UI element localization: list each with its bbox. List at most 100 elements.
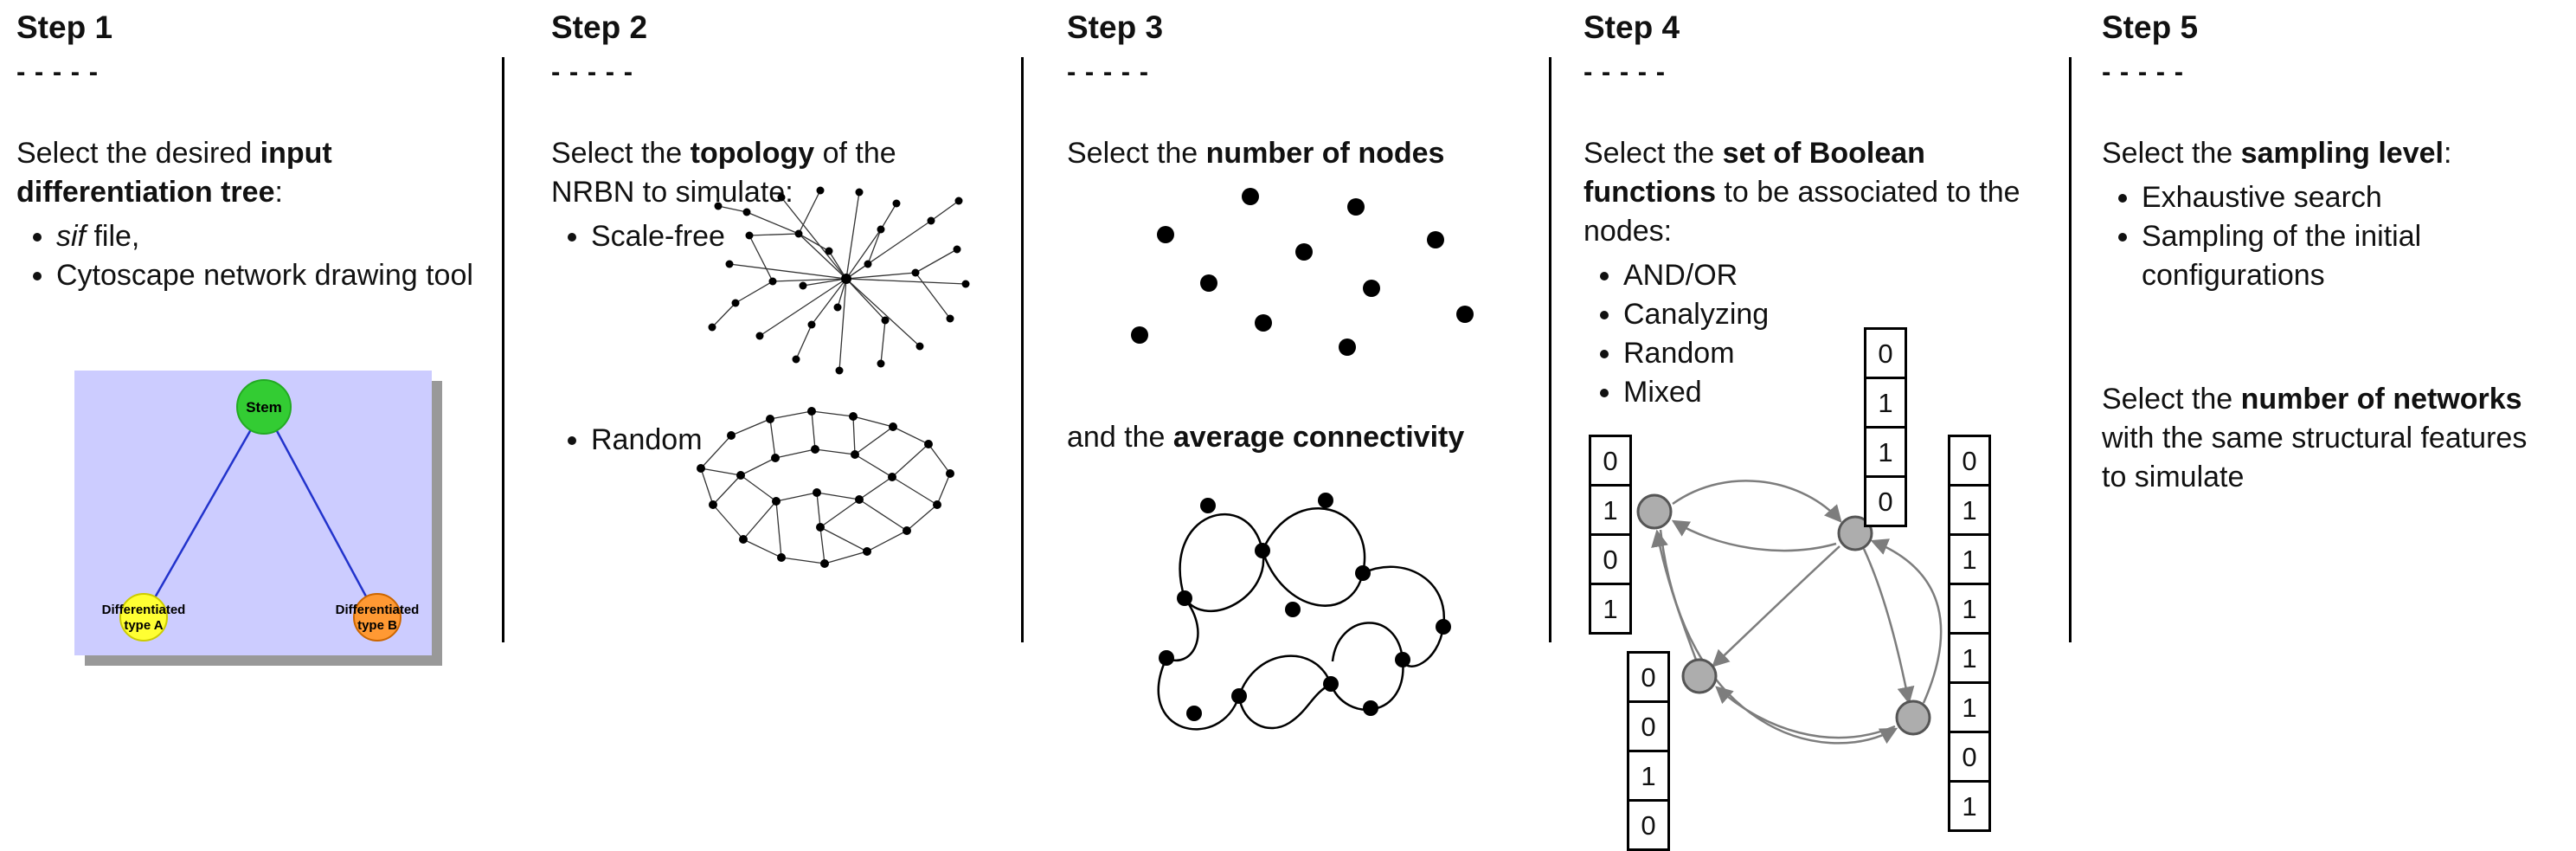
- scale-free-nodes: [708, 186, 970, 375]
- step-5-column: Step 5 - - - - - Select the sampling lev…: [2072, 0, 2576, 851]
- intro-pre: Select the: [1067, 137, 1206, 171]
- truth-table-cell: 0: [1589, 533, 1632, 585]
- intro-bold: set of Boolean functions: [1584, 137, 1925, 210]
- bullet-item-canalyzing: Canalyzing: [1623, 295, 2046, 334]
- truth-table-cell: 0: [1627, 799, 1670, 851]
- intro-pre: Select the: [551, 137, 691, 171]
- truth-table-cell: 1: [1589, 583, 1632, 635]
- truth-table-cell: 1: [1948, 583, 1991, 635]
- tree-edges: [142, 406, 379, 618]
- bullet-item-exhaustive: Exhaustive search: [2142, 178, 2552, 217]
- stem-node: [236, 379, 292, 435]
- bullet-item-mixed: Mixed: [1623, 373, 2046, 412]
- truth-table-cell: 1: [1948, 484, 1991, 536]
- truth-table-cell: 0: [1948, 435, 1991, 487]
- truth-table-top: 0 1 1 0: [1864, 327, 1907, 527]
- step-3-connectivity-text: and the average connectivity: [1067, 418, 1526, 457]
- bullet-item-scale-free: Scale-free: [591, 217, 997, 256]
- bullet-item-cytoscape: Cytoscape network drawing tool: [56, 256, 478, 295]
- column-divider: [1549, 57, 1551, 642]
- intro-post: to be associated to the nodes:: [1584, 176, 2020, 248]
- truth-table-left: 0 1 0 1: [1589, 435, 1632, 635]
- random-edges: [700, 410, 951, 564]
- sif-italic: sif: [56, 220, 86, 254]
- bullet-item-and-or: AND/OR: [1623, 256, 2046, 295]
- truth-table-bottom: 0 0 1 0: [1627, 651, 1670, 851]
- step-3-column: Step 3 - - - - - Select the number of no…: [1024, 0, 1549, 851]
- boolean-network-graphic: 0 1 0 1 0 1 1 0 0 1 1 1 1 1 0 1: [1577, 327, 1991, 851]
- step-5-bullet-list: Exhaustive search Sampling of the initia…: [2102, 178, 2552, 295]
- scatter-dots: [1131, 188, 1474, 356]
- dash-separator: - - - - -: [1584, 55, 1667, 87]
- bullet-item-sampling: Sampling of the initial configurations: [2142, 217, 2552, 295]
- boolean-network-edges: [1651, 480, 1943, 745]
- boolean-network-nodes: [1636, 493, 1931, 736]
- bullet-item-random: Random: [591, 421, 997, 460]
- truth-table-cell: 0: [1627, 651, 1670, 703]
- intro-pre: Select the: [2102, 137, 2241, 171]
- gene-node-b: [1837, 515, 1873, 551]
- truth-table-cell: 1: [1864, 377, 1907, 429]
- networks-pre: Select the: [2102, 383, 2241, 416]
- step-5-title: Step 5: [2102, 10, 2199, 45]
- truth-table-right: 0 1 1 1 1 1 0 1: [1948, 435, 1991, 832]
- gene-node-d: [1895, 699, 1931, 736]
- intro-pre: Select the: [1584, 137, 1723, 171]
- bullet-item-random-fn: Random: [1623, 334, 2046, 373]
- step-2-bullet-list: Scale-free Random: [551, 217, 997, 460]
- step-4-intro-text: Select the set of Boolean functions to b…: [1584, 134, 2046, 251]
- random-nodes: [697, 407, 954, 568]
- step-4-bullet-list: AND/OR Canalyzing Random Mixed: [1584, 256, 2046, 412]
- differentiation-tree-graphic: Stem Differentiated type A Differentiate…: [74, 371, 432, 655]
- connectivity-network-graphic: [1157, 493, 1451, 731]
- networks-post: with the same structural features to sim…: [2102, 422, 2528, 494]
- connectivity-bold: average connectivity: [1172, 421, 1465, 455]
- bullet-item-sif-file: sif file,: [56, 217, 478, 256]
- truth-table-cell: 0: [1589, 435, 1632, 487]
- intro-bold: topology: [690, 137, 815, 171]
- intro-bold: number of nodes: [1205, 137, 1445, 171]
- scale-free-edges: [711, 190, 967, 371]
- truth-table-cell: 1: [1948, 681, 1991, 733]
- step-3-intro-text: Select the number of nodes: [1067, 134, 1526, 173]
- truth-table-cell: 1: [1589, 484, 1632, 536]
- step-3-title: Step 3: [1067, 10, 1164, 45]
- step-5-networks-text: Select the number of networks with the s…: [2102, 380, 2539, 497]
- step-1-column: Step 1 - - - - - Select the desired inpu…: [0, 0, 502, 851]
- column-divider: [502, 57, 504, 642]
- intro-post: :: [274, 176, 283, 210]
- random-network-graphic: [697, 407, 954, 568]
- gene-node-c: [1681, 658, 1718, 694]
- step-5-intro-text: Select the sampling level:: [2102, 134, 2552, 173]
- truth-table-cell: 0: [1627, 700, 1670, 752]
- truth-table-cell: 1: [1948, 533, 1991, 585]
- differentiation-tree-svg: Stem Differentiated type A Differentiate…: [74, 371, 432, 655]
- step-2-column: Step 2 - - - - - Select the topology of …: [504, 0, 1021, 851]
- step-1-intro-text: Select the desired input differentiation…: [16, 134, 478, 212]
- dash-separator: - - - - -: [2102, 55, 2185, 87]
- nodes-scatter-graphic: [1131, 188, 1474, 356]
- column-divider: [1021, 57, 1024, 642]
- truth-table-cell: 0: [1948, 731, 1991, 783]
- column-divider: [2069, 57, 2072, 642]
- truth-table-cell: 1: [1948, 632, 1991, 684]
- intro-bold: sampling level: [2240, 137, 2444, 171]
- step-4-title: Step 4: [1584, 10, 1680, 45]
- truth-table-cell: 0: [1864, 327, 1907, 379]
- type-b-label-line2: type B: [357, 618, 397, 633]
- type-b-label-line1: Differentiated: [336, 603, 420, 617]
- type-a-label-line2: type A: [124, 618, 163, 633]
- networks-bold: number of networks: [2240, 383, 2522, 416]
- intro-pre: Select the desired: [16, 137, 260, 171]
- step-4-column: Step 4 - - - - - Select the set of Boole…: [1551, 0, 2069, 851]
- intro-post: :: [2443, 137, 2452, 171]
- sif-rest: file,: [86, 220, 140, 254]
- connectivity-curves: [1157, 506, 1446, 731]
- step-2-title: Step 2: [551, 10, 648, 45]
- dash-separator: - - - - -: [16, 55, 100, 87]
- gene-node-a: [1636, 493, 1673, 530]
- dash-separator: - - - - -: [1067, 55, 1150, 87]
- step-2-intro-text: Select the topology of the NRBN to simul…: [551, 134, 967, 212]
- stem-label: Stem: [246, 399, 282, 416]
- boolean-network-svg: [1636, 480, 1943, 745]
